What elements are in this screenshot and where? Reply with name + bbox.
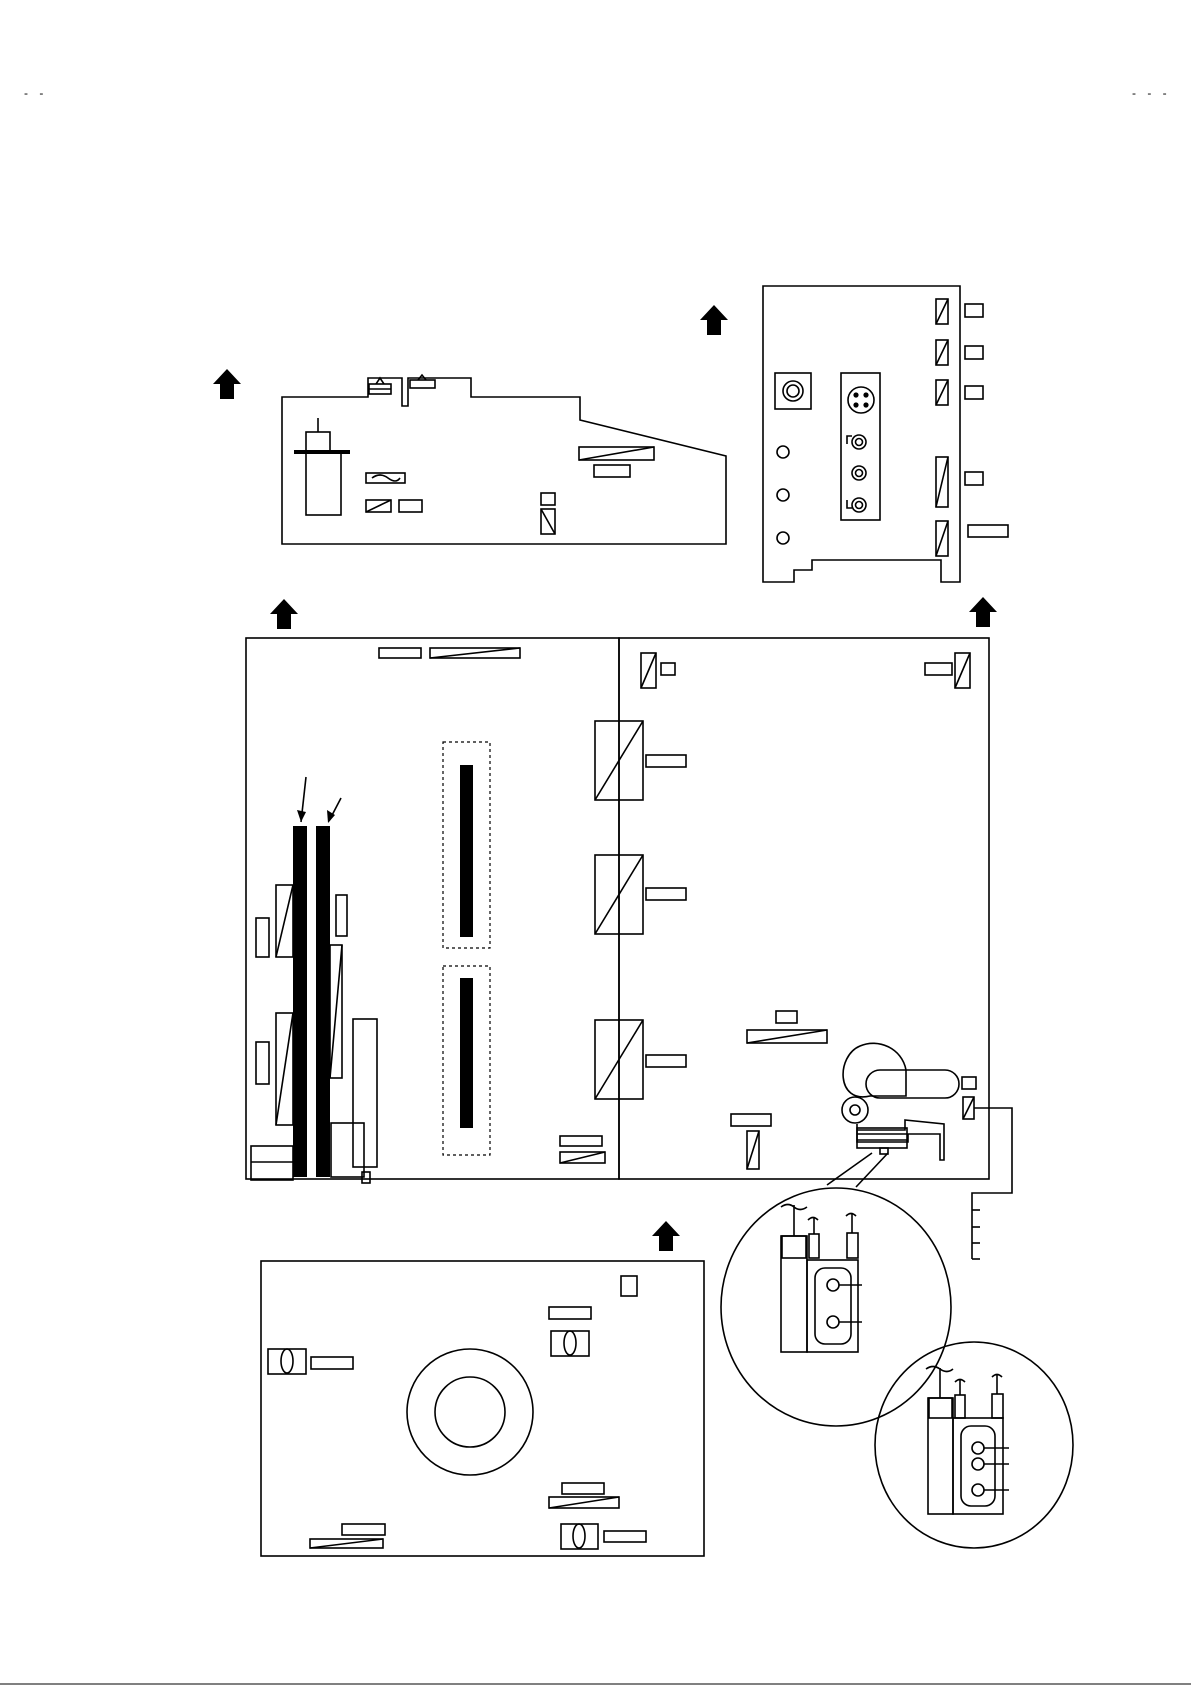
up-arrow-icon bbox=[652, 1221, 680, 1251]
upper-right-terminal-board bbox=[763, 286, 1008, 582]
up-arrow-icon bbox=[270, 599, 298, 629]
main-board-left-section bbox=[246, 638, 619, 1183]
connector-detail-3pin bbox=[875, 1342, 1073, 1548]
connector-detail-2pin bbox=[721, 1153, 951, 1426]
main-board-right-section bbox=[595, 638, 1012, 1259]
up-arrow-icon bbox=[213, 369, 241, 399]
upper-left-board bbox=[282, 375, 726, 544]
up-arrow-icon bbox=[700, 305, 728, 335]
power-board bbox=[261, 1261, 704, 1556]
up-arrow-icon bbox=[969, 597, 997, 627]
